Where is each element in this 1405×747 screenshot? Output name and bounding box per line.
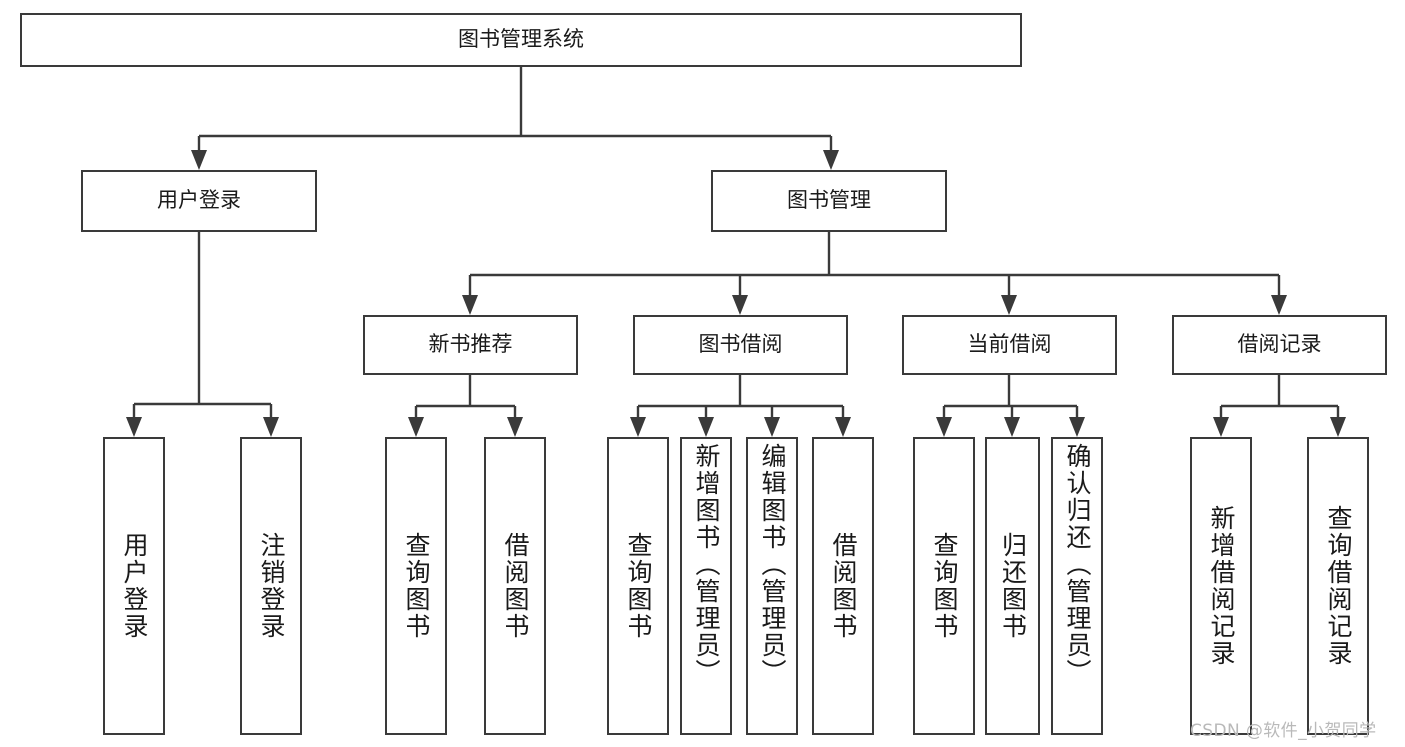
node-leaf-query-book-rec: 查询图书 bbox=[385, 437, 447, 735]
arrowhead-icon bbox=[507, 417, 523, 437]
node-leaf-borrow-book: 借阅图书 bbox=[812, 437, 874, 735]
node-label: 新增图书（管理员） bbox=[692, 443, 721, 686]
node-leaf-add-record: 新增借阅记录 bbox=[1190, 437, 1252, 735]
node-leaf-edit-book: 编辑图书（管理员） bbox=[746, 437, 798, 735]
node-label: 归还图书 bbox=[998, 532, 1028, 640]
edge-new-book-rec-to-leaves bbox=[414, 375, 517, 430]
node-root: 图书管理系统 bbox=[20, 13, 1022, 67]
arrowhead-icon bbox=[1271, 295, 1287, 315]
node-label: 确认归还（管理员） bbox=[1063, 443, 1092, 686]
node-new-book-rec: 新书推荐 bbox=[363, 315, 578, 375]
edge-book-borrow-to-leaves bbox=[636, 375, 845, 430]
node-label: 借阅图书 bbox=[829, 532, 858, 640]
node-book-manage: 图书管理 bbox=[711, 170, 947, 232]
node-label: 新书推荐 bbox=[428, 332, 513, 357]
edge-current-borrow-to-leaves bbox=[942, 375, 1079, 430]
node-leaf-add-book: 新增图书（管理员） bbox=[680, 437, 732, 735]
node-label: 查询图书 bbox=[930, 532, 959, 640]
node-label: 注销登录 bbox=[257, 532, 286, 640]
node-label: 图书管理 bbox=[787, 188, 871, 213]
node-leaf-user-login: 用户登录 bbox=[103, 437, 165, 735]
node-label: 图书管理系统 bbox=[458, 27, 584, 52]
node-leaf-return-book: 归还图书 bbox=[985, 437, 1040, 735]
edge-borrow-record-to-leaves bbox=[1219, 375, 1340, 430]
node-label: 用户登录 bbox=[120, 532, 149, 640]
arrowhead-icon bbox=[630, 417, 646, 437]
node-book-borrow: 图书借阅 bbox=[633, 315, 848, 375]
tree-connectors bbox=[132, 67, 1340, 430]
node-label: 新增借阅记录 bbox=[1207, 505, 1236, 667]
arrowhead-icon bbox=[1004, 417, 1020, 437]
arrowhead-icon bbox=[732, 295, 748, 315]
node-label: 图书借阅 bbox=[698, 332, 783, 357]
arrowhead-icon bbox=[835, 417, 851, 437]
arrowhead-icon bbox=[462, 295, 478, 315]
arrowhead-icon bbox=[1001, 295, 1017, 315]
arrowhead-icon bbox=[823, 150, 839, 170]
arrowhead-icon bbox=[1330, 417, 1346, 437]
edge-root-to-user-login bbox=[197, 67, 831, 163]
node-label: 当前借阅 bbox=[967, 332, 1052, 357]
node-leaf-query-book: 查询图书 bbox=[607, 437, 669, 735]
arrowhead-icon bbox=[764, 417, 780, 437]
arrowhead-icon bbox=[1213, 417, 1229, 437]
arrowhead-icon bbox=[1069, 417, 1085, 437]
node-label: 借阅图书 bbox=[501, 532, 530, 640]
edge-user-login-to-leaf-user-login bbox=[132, 232, 273, 430]
node-label: 查询借阅记录 bbox=[1324, 505, 1353, 667]
csdn-watermark: CSDN @软件_小贺同学 bbox=[1190, 721, 1377, 741]
edge-book-manage-to-level2 bbox=[468, 232, 1281, 308]
node-borrow-record: 借阅记录 bbox=[1172, 315, 1387, 375]
node-current-borrow: 当前借阅 bbox=[902, 315, 1117, 375]
node-label: 查询图书 bbox=[624, 532, 653, 640]
arrowhead-icon bbox=[191, 150, 207, 170]
arrowhead-icon bbox=[263, 417, 279, 437]
arrowhead-icon bbox=[126, 417, 142, 437]
node-label: 用户登录 bbox=[157, 188, 241, 213]
node-user-login: 用户登录 bbox=[81, 170, 317, 232]
node-leaf-confirm-return: 确认归还（管理员） bbox=[1051, 437, 1103, 735]
node-leaf-borrow-book-rec: 借阅图书 bbox=[484, 437, 546, 735]
node-leaf-logout: 注销登录 bbox=[240, 437, 302, 735]
node-label: 编辑图书（管理员） bbox=[758, 443, 787, 686]
arrowhead-icon bbox=[408, 417, 424, 437]
node-leaf-query-record: 查询借阅记录 bbox=[1307, 437, 1369, 735]
node-label: 查询图书 bbox=[402, 532, 431, 640]
arrowhead-icon bbox=[698, 417, 714, 437]
arrowhead-icon bbox=[936, 417, 952, 437]
node-leaf-query-book-cur: 查询图书 bbox=[913, 437, 975, 735]
node-label: 借阅记录 bbox=[1237, 332, 1322, 357]
